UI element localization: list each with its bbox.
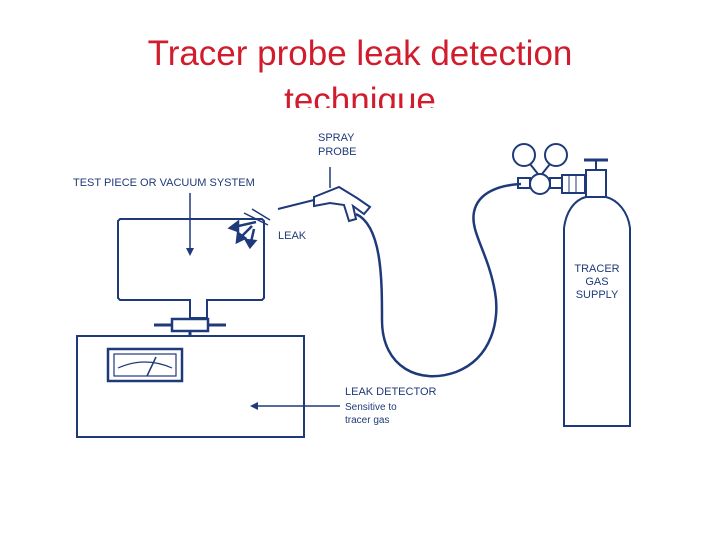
gas-hose bbox=[355, 182, 522, 378]
tracer-gas-label-line-2: GAS bbox=[585, 276, 608, 288]
detector-pointer-arrowhead bbox=[250, 402, 258, 410]
leak-detector-box bbox=[76, 335, 305, 438]
slide-title: Tracer probe leak detection technique bbox=[0, 30, 720, 108]
regulator-gauges bbox=[512, 143, 586, 195]
tank-valve bbox=[584, 158, 608, 198]
test-piece-chamber bbox=[117, 218, 265, 319]
connector-valve bbox=[170, 317, 210, 333]
leak-detector-label-line-2: Sensitive to bbox=[345, 402, 397, 413]
slide-title-line-2: technique bbox=[284, 81, 436, 108]
spray-probe-gun bbox=[277, 167, 372, 223]
leak-jets bbox=[227, 208, 271, 250]
tracer-gas-label-line-3: SUPPLY bbox=[576, 289, 619, 301]
leak-detector-label-line-3: tracer gas bbox=[345, 415, 389, 426]
leak-label: LEAK bbox=[278, 230, 307, 242]
tracer-gas-label-line-1: TRACER bbox=[574, 263, 619, 275]
meter-gauge bbox=[106, 347, 184, 383]
leak-detector-label-line-1: LEAK DETECTOR bbox=[345, 386, 437, 398]
slide-title-line-1: Tracer probe leak detection bbox=[147, 34, 573, 73]
test-piece-label: TEST PIECE OR VACUUM SYSTEM bbox=[73, 177, 255, 189]
test-piece-pointer-arrowhead bbox=[186, 248, 194, 256]
tracer-gas-cylinder bbox=[563, 196, 631, 427]
spray-probe-label-line-1: SPRAY bbox=[318, 132, 355, 144]
spray-probe-label-line-2: PROBE bbox=[318, 146, 357, 158]
